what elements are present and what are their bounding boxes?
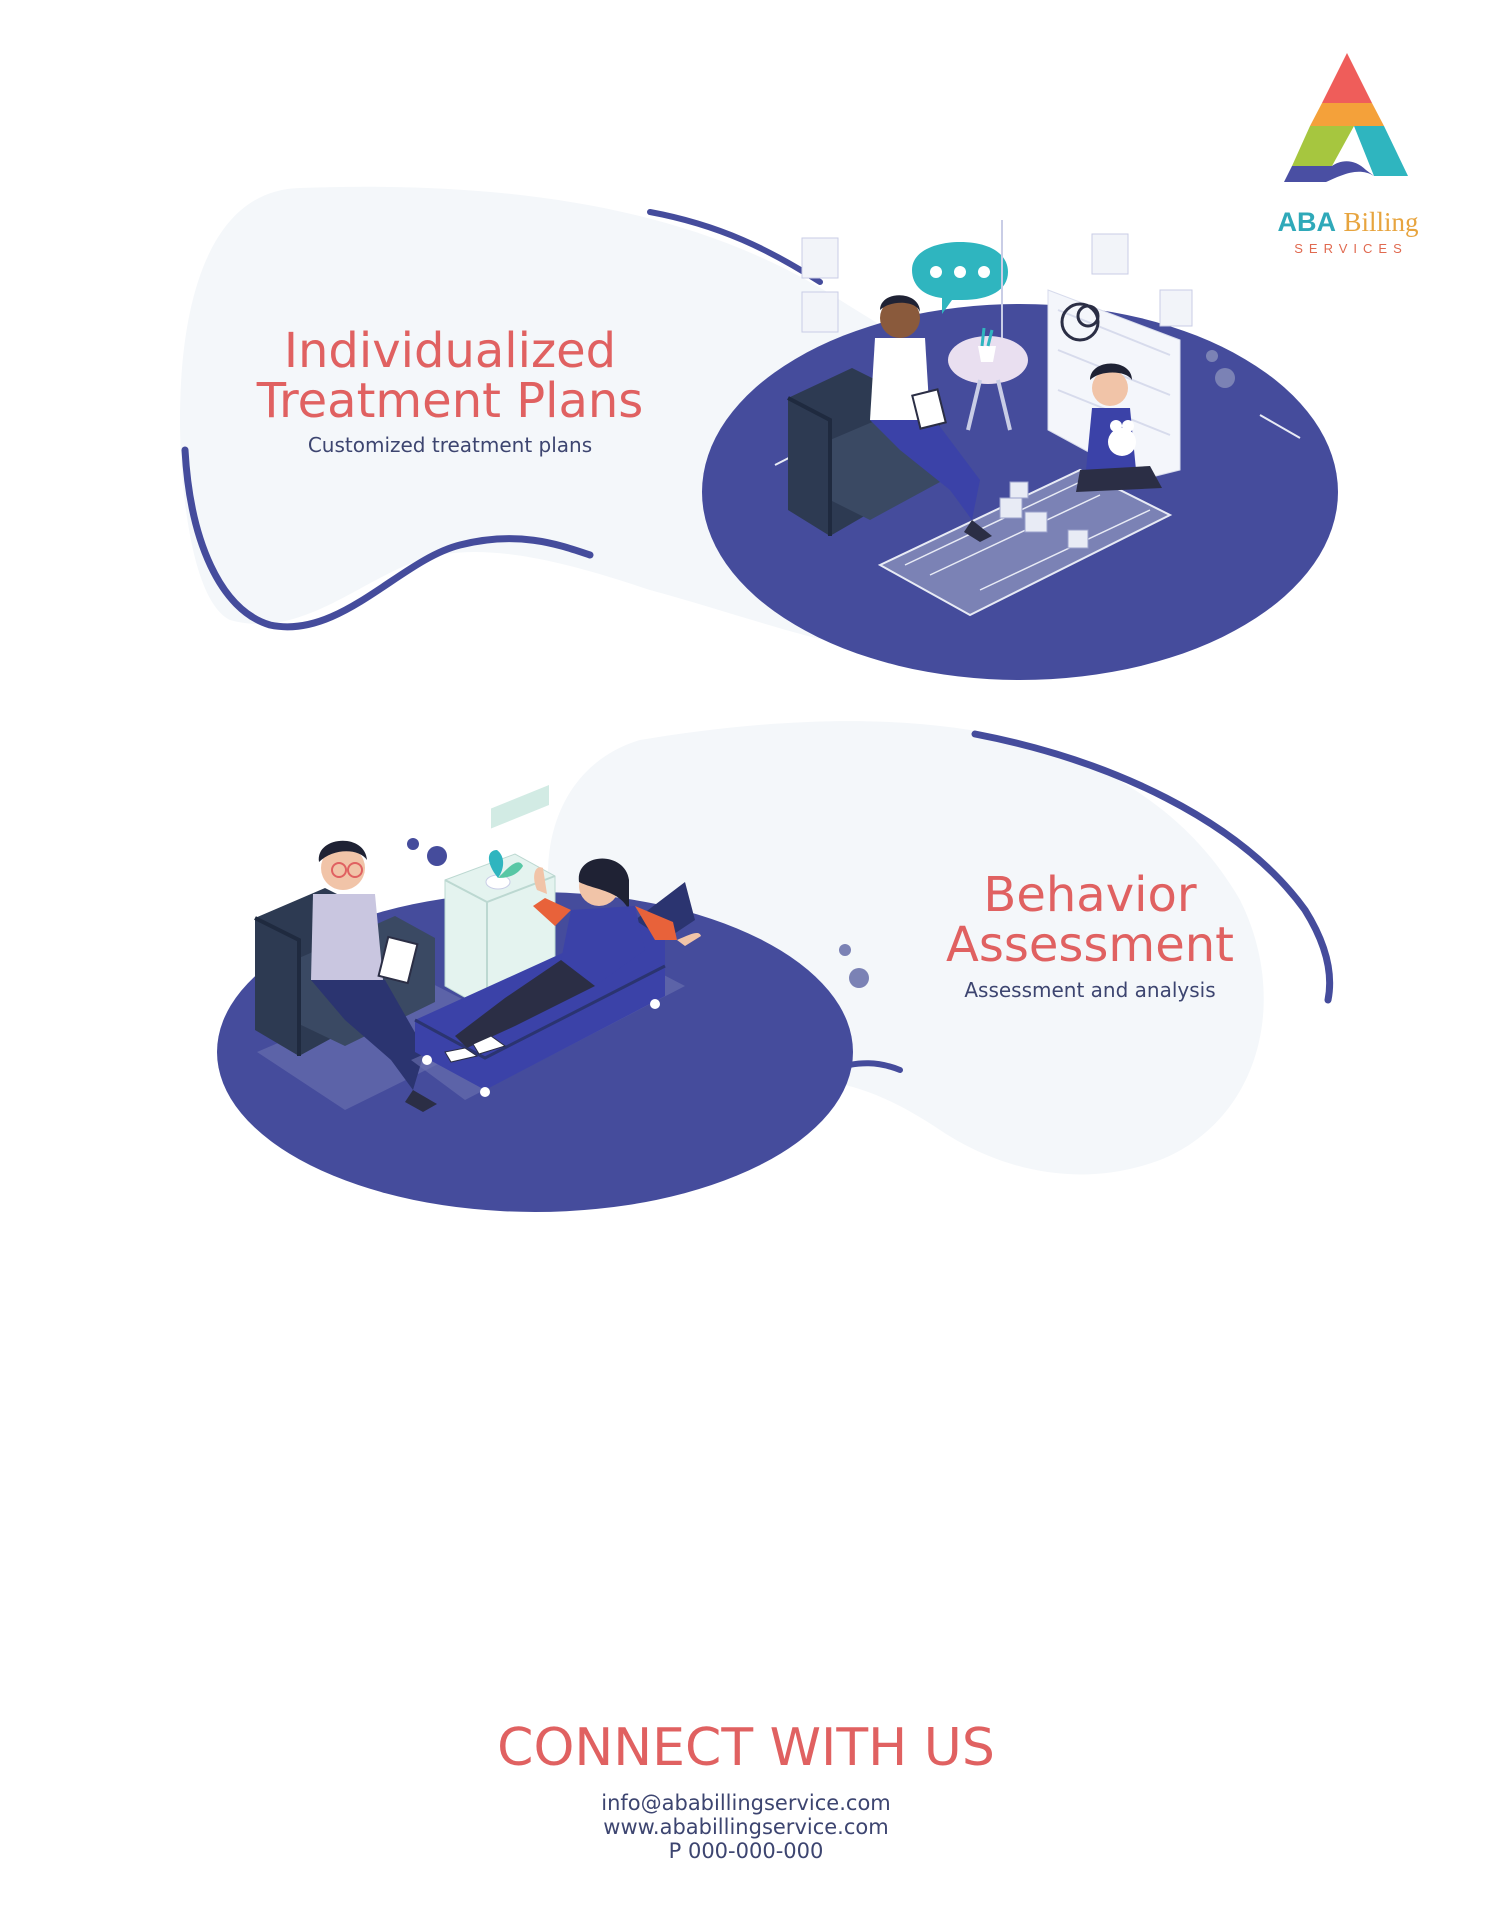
logo-brand-billing: Billing bbox=[1343, 207, 1419, 237]
connect-heading: CONNECT WITH US bbox=[497, 1718, 995, 1778]
section1-title: Individualized Treatment Plans bbox=[200, 326, 700, 426]
contact-website[interactable]: www.ababillingservice.com bbox=[603, 1815, 889, 1839]
aba-logo-icon bbox=[1284, 53, 1408, 182]
section1-subtitle: Customized treatment plans bbox=[307, 433, 593, 457]
section2-title-line1: Behavior bbox=[983, 867, 1197, 923]
therapy-session-couch-illustration bbox=[217, 785, 869, 1212]
section2-title-line2: Assessment bbox=[946, 917, 1234, 973]
section1-title-line2: Treatment Plans bbox=[256, 373, 644, 429]
contact-phone: P 000-000-000 bbox=[668, 1839, 824, 1863]
logo-wordmark: ABA Billing SERVICES bbox=[1240, 206, 1456, 256]
contact-email[interactable]: info@ababillingservice.com bbox=[601, 1791, 891, 1815]
section2-subtitle: Assessment and analysis bbox=[964, 978, 1216, 1002]
logo-brand-aba: ABA bbox=[1277, 207, 1336, 237]
section1-title-line1: Individualized bbox=[283, 323, 617, 379]
therapist-with-child-illustration bbox=[702, 220, 1338, 680]
section2-title: Behavior Assessment bbox=[900, 870, 1280, 970]
logo-tagline: SERVICES bbox=[1294, 241, 1408, 256]
